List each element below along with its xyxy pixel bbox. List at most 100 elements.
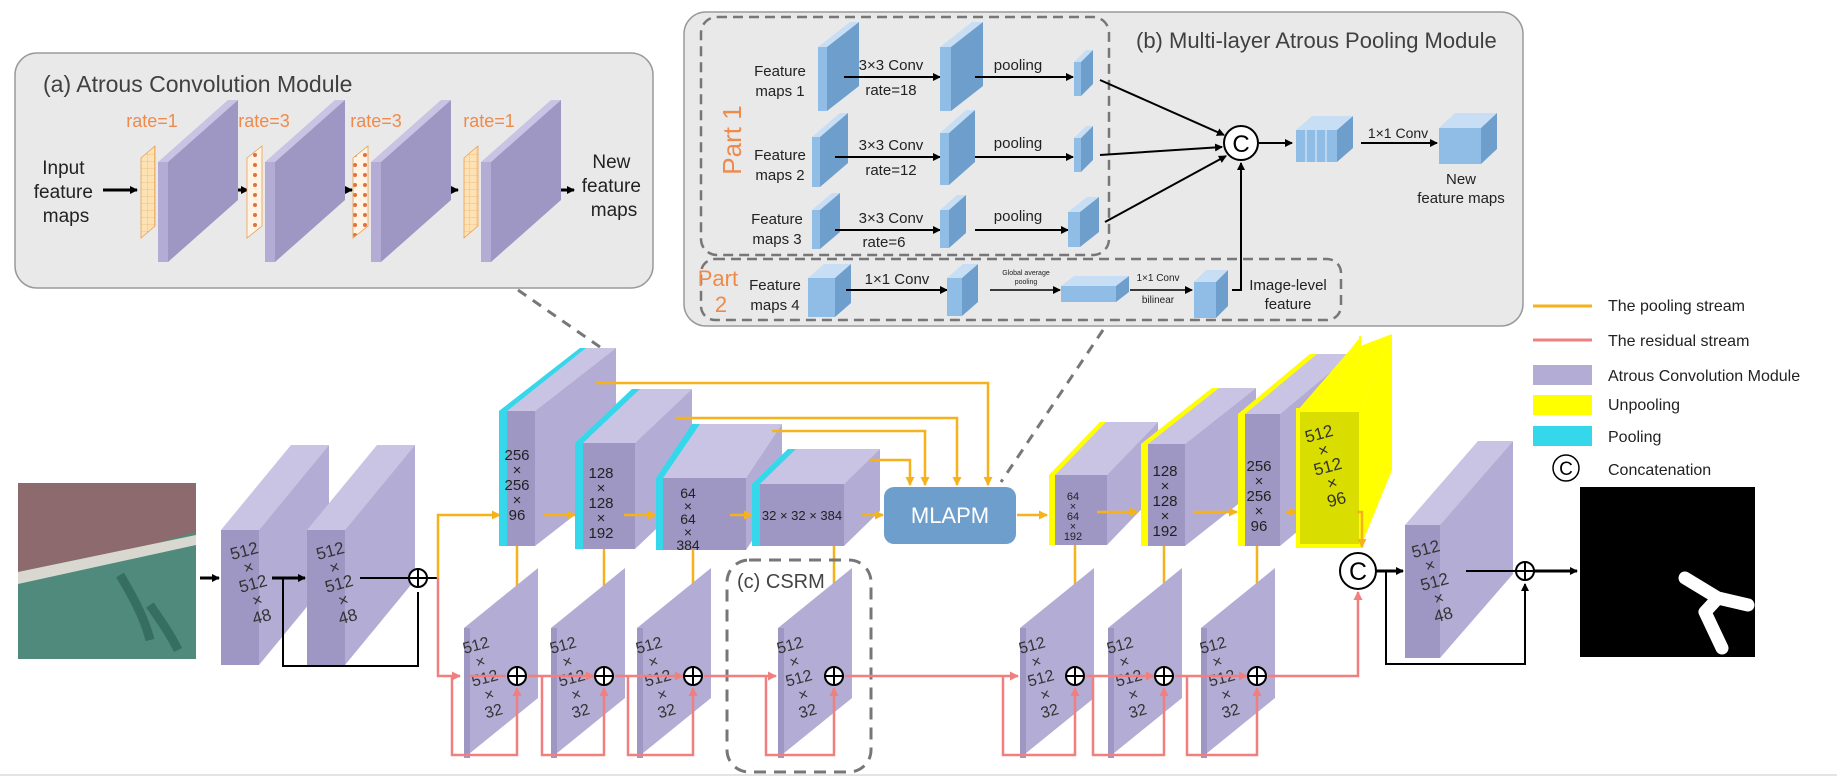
input-skip-connection <box>282 577 438 667</box>
legend-concat-label: Concatenation <box>1608 462 1711 479</box>
rate-label: rate=3 <box>350 111 402 131</box>
panel-b: (b) Multi-layer Atrous Pooling Module Pa… <box>683 11 1524 483</box>
rate-label: rate=1 <box>463 111 515 131</box>
legend-pooling-label: Pooling <box>1608 429 1661 446</box>
stage-2: rate=3 <box>238 100 345 262</box>
conv-label: 3×3 Conv <box>859 137 924 154</box>
e2-dims: 128×128×192 <box>588 465 613 542</box>
input-block-2: 512×512×48 <box>307 445 415 665</box>
e1-dims: 256×256×96 <box>504 447 529 524</box>
legend-pooling-swatch <box>1533 426 1592 446</box>
svg-text:512×512×32: 512×512×32 <box>1017 634 1065 723</box>
new-feature-maps-label: New feature maps <box>582 152 646 221</box>
gap-block <box>1061 286 1116 302</box>
sum-node <box>1154 666 1174 686</box>
d4-dims: 512×512×96 <box>1303 421 1353 512</box>
d1-dims: 64×64×192 <box>1064 491 1082 543</box>
sum-node <box>824 666 844 686</box>
conv-label: 3×3 Conv <box>859 57 924 74</box>
residual-block-enc1: 512×512×32 <box>461 568 538 758</box>
legend-acm-swatch <box>1533 365 1592 385</box>
svg-text:512×512×32: 512×512×32 <box>548 634 596 723</box>
input-feature-maps-label: Input feature maps <box>34 158 98 227</box>
mlapm-label: MLAPM <box>911 503 989 528</box>
d2-dims: 128×128×192 <box>1152 463 1177 540</box>
conv-block <box>947 278 962 316</box>
part2-box <box>699 257 1343 322</box>
sum-node <box>683 666 703 686</box>
output-skip-connection <box>1385 570 1529 665</box>
panel-a-connector <box>517 288 601 349</box>
kernel-grid <box>463 145 479 239</box>
input-block <box>818 47 827 111</box>
input-block <box>812 137 820 187</box>
input-image <box>18 483 196 659</box>
conv2-label: 1×1 Conv <box>1136 273 1179 284</box>
output-block: 512×512×48 <box>1405 441 1513 658</box>
pooled-block <box>1074 138 1081 172</box>
input-block <box>812 210 820 249</box>
sum-node <box>1065 666 1085 686</box>
concat-inputs <box>1099 79 1245 291</box>
part1-box <box>699 15 1111 257</box>
residual-block-enc3: 512×512×32 <box>634 568 711 758</box>
panel-b-background <box>683 11 1524 327</box>
panel-b-connector <box>999 329 1105 483</box>
svg-text:512×512×32: 512×512×32 <box>461 634 509 723</box>
legend-residual-stream-label: The residual stream <box>1608 333 1749 350</box>
encoder-to-mlapm-skips <box>596 381 993 486</box>
svg-text:512×512×32: 512×512×32 <box>1105 634 1153 723</box>
panel-a: (a) Atrous Convolution Module Input feat… <box>14 52 654 349</box>
svg-text:512×512×32: 512×512×32 <box>775 634 823 723</box>
part1-label: Part 1 <box>717 105 747 174</box>
residual-block-enc2: 512×512×32 <box>548 568 625 758</box>
rate-label: rate=6 <box>863 234 906 251</box>
residual-block-enc4: 512×512×32 <box>775 568 852 758</box>
legend-concat-icon <box>1552 454 1580 482</box>
feature-map-block <box>371 162 381 262</box>
conv-block <box>940 210 949 248</box>
residual-block-dec1: 512×512×32 <box>1017 568 1094 758</box>
residual-block-dec2: 512×512×32 <box>1105 568 1182 758</box>
pooling-label: pooling <box>994 208 1042 225</box>
stage-1: rate=1 <box>126 100 238 262</box>
feature-map-block <box>158 162 168 262</box>
csrm-box <box>725 558 873 774</box>
mlapm-box <box>884 487 1016 544</box>
residual-blocks: 512×512×32 512×512×32 512×512×32 512×512… <box>461 568 1275 758</box>
legend-pooling-stream-label: The pooling stream <box>1608 298 1745 315</box>
d3-dims: 256×256×96 <box>1246 458 1271 535</box>
new-feature-maps-block <box>1439 113 1497 164</box>
residual-stream <box>450 591 1363 757</box>
kernel-dots <box>352 145 369 239</box>
rate-label: rate=18 <box>865 82 916 99</box>
kernel-dots <box>246 145 263 239</box>
out-dims: 512×512×48 <box>1410 536 1460 627</box>
pooling-label: pooling <box>994 57 1042 74</box>
output-mask <box>1580 487 1755 657</box>
pooling-stream-entry <box>436 510 501 578</box>
sum-node <box>594 666 614 686</box>
svg-text:512×512×32: 512×512×32 <box>634 634 682 723</box>
stage-4: rate=1 <box>463 100 561 262</box>
residual-sum-nodes <box>507 666 1267 686</box>
encoder-block-4: 32 × 32 × 384 <box>752 449 880 546</box>
final-conv-label: 1×1 Conv <box>1368 125 1428 141</box>
e3-dims: 64×64×384 <box>676 485 700 553</box>
conv-block <box>1194 282 1216 318</box>
conv-block <box>940 133 949 185</box>
concat-stack <box>1296 116 1353 162</box>
stage-3: rate=3 <box>350 100 451 262</box>
panel-b-title: (b) Multi-layer Atrous Pooling Module <box>1136 28 1497 53</box>
legend: The pooling stream The residual stream A… <box>1533 298 1800 482</box>
conv-label: 3×3 Conv <box>859 210 924 227</box>
rate-label: rate=1 <box>126 111 178 131</box>
